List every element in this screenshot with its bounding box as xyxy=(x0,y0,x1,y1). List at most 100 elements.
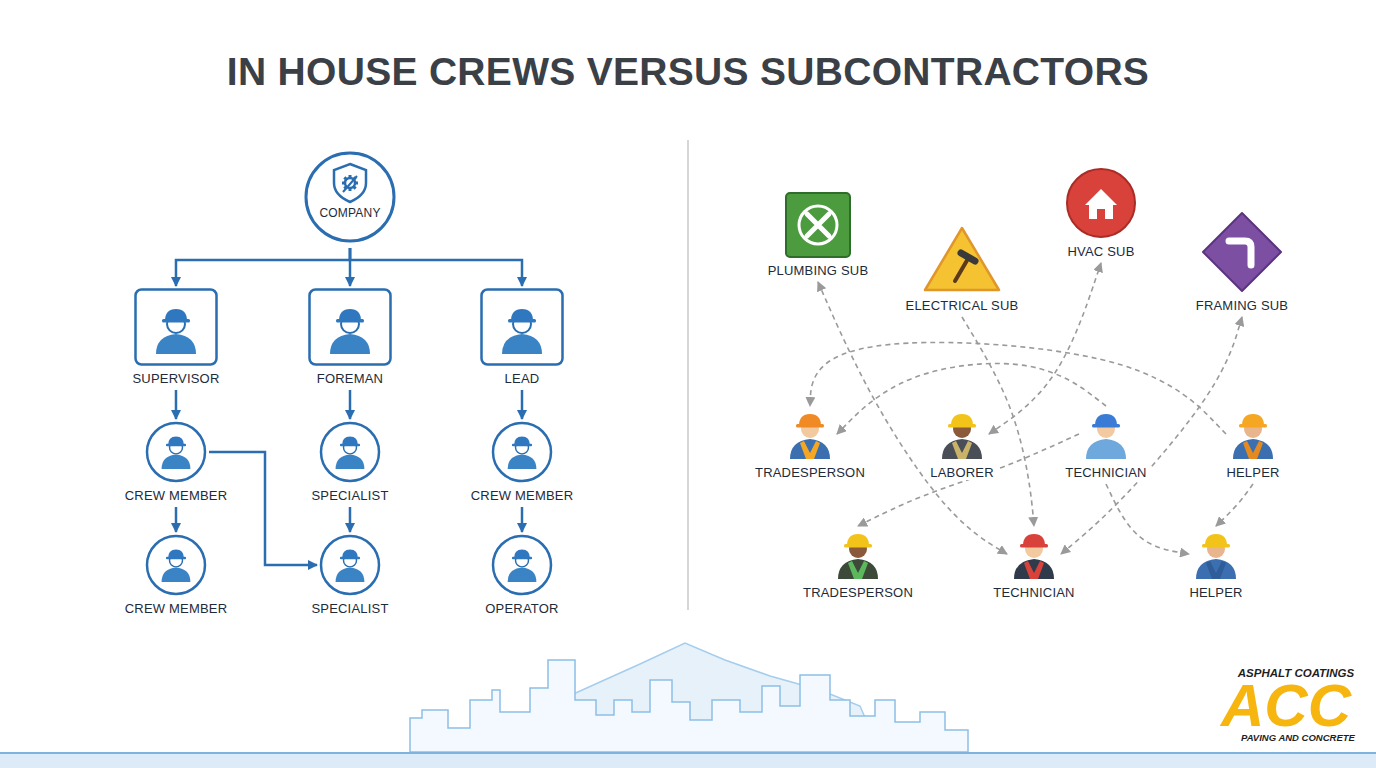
reporting-line xyxy=(350,248,522,286)
node-label: CREW MEMBER xyxy=(122,602,231,616)
person-vest xyxy=(1243,441,1263,459)
person-vest xyxy=(1024,561,1044,579)
subcontractor-square: PLUMBING SUB xyxy=(765,192,872,278)
tool-ring xyxy=(799,206,837,244)
person-icon xyxy=(790,414,830,459)
ground-line xyxy=(0,752,1376,754)
person-icon xyxy=(1196,534,1236,579)
node-label: TECHNICIAN xyxy=(990,586,1077,600)
person-icon xyxy=(336,550,365,582)
node-label: FRAMING SUB xyxy=(1193,299,1291,313)
person-body xyxy=(156,334,196,354)
crew-ring xyxy=(321,536,379,594)
worker-figure: LABORER xyxy=(927,408,997,480)
crew-ring xyxy=(147,536,205,594)
dashed-link xyxy=(818,282,1007,554)
worker-figure-outline xyxy=(1228,408,1278,460)
node-label: SUPERVISOR xyxy=(129,372,222,386)
electrical-triangle xyxy=(925,228,999,290)
crew-circle: CREW MEMBER xyxy=(122,534,231,616)
node-label: HELPER xyxy=(1223,466,1282,480)
crew-circle-outline xyxy=(145,421,207,483)
node-label: CREW MEMBER xyxy=(468,489,577,503)
role-box-frame xyxy=(310,290,391,365)
person-vest xyxy=(848,561,868,579)
person-icon xyxy=(942,414,982,459)
person-icon xyxy=(1233,414,1273,459)
person-body xyxy=(1233,439,1273,459)
subcontractor-diamond: FRAMING SUB xyxy=(1193,211,1291,313)
worker-figure-outline xyxy=(1191,528,1241,580)
dashed-link xyxy=(1106,484,1189,554)
logo-mark: ACC xyxy=(1221,674,1351,737)
person-body xyxy=(838,559,878,579)
crew-circle: SPECIALIST xyxy=(308,534,391,616)
dashed-link xyxy=(858,434,1079,526)
hammer-handle xyxy=(955,257,969,281)
company-ring xyxy=(306,153,394,241)
person-body xyxy=(1086,439,1126,459)
person-body xyxy=(502,334,542,354)
worker-figure-outline xyxy=(937,408,987,460)
person-vest xyxy=(800,441,820,459)
company-circle: COMPANY xyxy=(303,150,397,244)
hat-brim xyxy=(796,424,824,428)
person-body xyxy=(790,439,830,459)
person-icon xyxy=(162,550,191,582)
house-door xyxy=(1097,209,1105,219)
person-vest xyxy=(952,441,972,459)
dashed-link xyxy=(1061,317,1242,554)
crew-ring xyxy=(493,423,551,481)
crew-circle-outline xyxy=(319,534,381,596)
hvac-circle xyxy=(1067,169,1135,237)
person-icon xyxy=(1014,534,1054,579)
role-box: FOREMAN xyxy=(308,288,392,386)
dashed-link xyxy=(810,342,1226,434)
worker-figure-outline xyxy=(833,528,883,580)
role-box-frame xyxy=(135,290,216,365)
worker-figure-outline xyxy=(785,408,835,460)
logo-text: PAVING AND CONCRETE xyxy=(1241,733,1355,743)
node-label: SPECIALIST xyxy=(308,489,391,503)
node-label: LEAD xyxy=(502,372,543,386)
role-box-outline xyxy=(134,288,218,366)
person-body xyxy=(1014,559,1054,579)
dashed-link xyxy=(1216,484,1253,526)
hat-brim xyxy=(1020,544,1048,548)
node-label: TRADESPERSON xyxy=(800,586,916,600)
crew-circle: CREW MEMBER xyxy=(122,421,231,503)
dashed-link xyxy=(989,263,1101,434)
person-body xyxy=(1196,559,1236,579)
crew-ring xyxy=(147,423,205,481)
worker-figure: TRADESPERSON xyxy=(752,408,868,480)
framing-diamond xyxy=(1203,213,1281,291)
hat-brim xyxy=(1239,424,1267,428)
role-box-frame xyxy=(482,290,563,365)
node-label: ELECTRICAL SUB xyxy=(903,299,1022,313)
wrench-mark xyxy=(343,176,357,192)
person-body xyxy=(336,568,365,582)
subcontractor-triangle: ELECTRICAL SUB xyxy=(903,225,1022,313)
reporting-line xyxy=(209,452,317,565)
person-body xyxy=(336,455,365,469)
hat-brim xyxy=(340,444,360,447)
hat-brim xyxy=(508,319,536,323)
crew-circle: CREW MEMBER xyxy=(468,421,577,503)
node-label: LABORER xyxy=(927,466,997,480)
node-label: HVAC SUB xyxy=(1064,245,1137,259)
person-body xyxy=(942,439,982,459)
person-body xyxy=(330,334,370,354)
shield-icon xyxy=(334,164,366,202)
subcontractor-circle-outline xyxy=(1065,167,1137,239)
wrench-icon xyxy=(807,214,829,236)
worker-figure: TRADESPERSON xyxy=(800,528,916,600)
company-circle-outline xyxy=(303,150,397,244)
person-icon xyxy=(1086,414,1126,459)
house-icon xyxy=(1085,189,1117,219)
hat-brim xyxy=(162,319,190,323)
person-vest xyxy=(1206,561,1226,579)
crew-circle-outline xyxy=(319,421,381,483)
ground-band xyxy=(0,753,1376,768)
hat-brim xyxy=(512,444,532,447)
crew-circle: SPECIALIST xyxy=(308,421,391,503)
